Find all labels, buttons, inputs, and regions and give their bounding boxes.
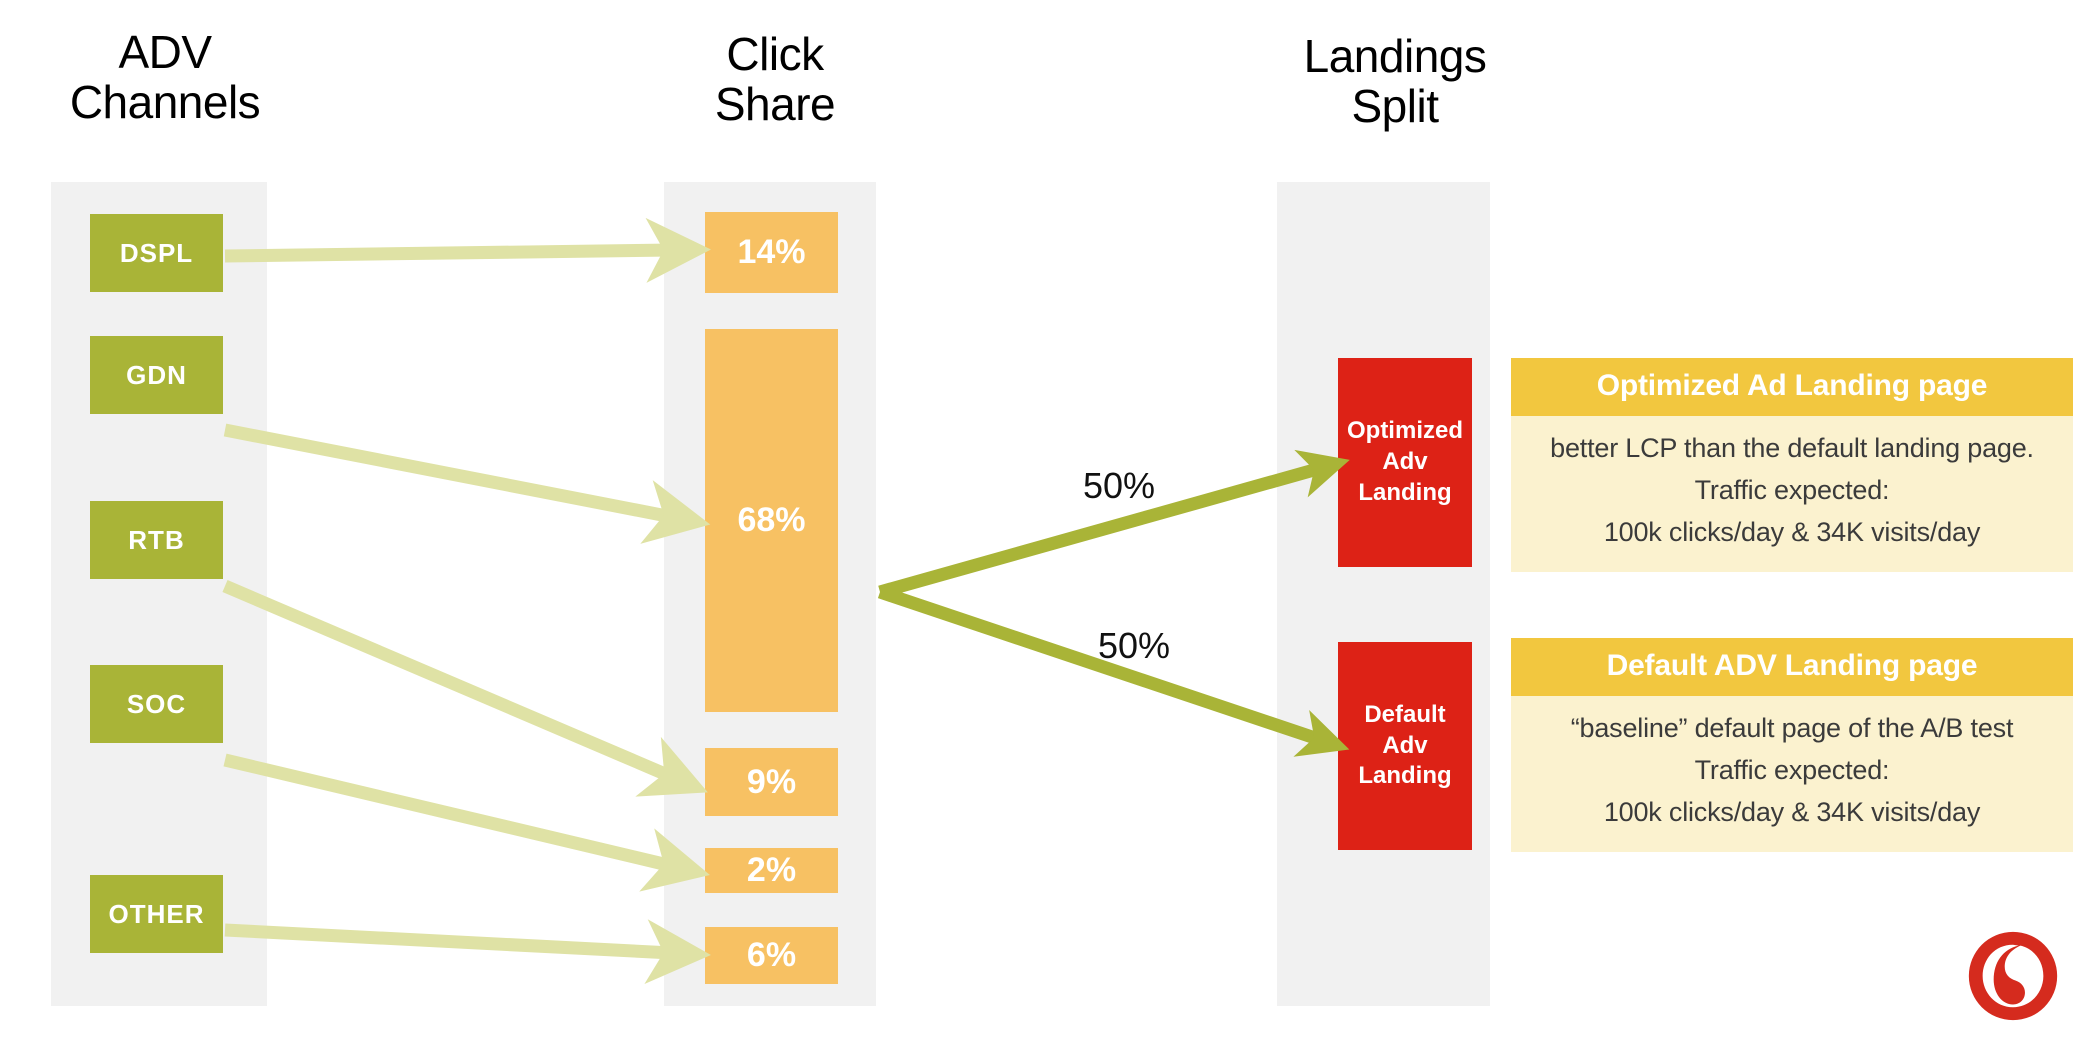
adv-channel-box-dspl[interactable]: DSPL	[90, 214, 223, 292]
arrow-gdn-to-68	[223, 423, 711, 544]
arrow-rtb-to-9	[222, 580, 708, 797]
info-card-default-body: “baseline” default page of the A/B test …	[1511, 696, 2073, 852]
click-share-bar-9[interactable]: 9%	[705, 748, 838, 816]
arrow-other-to-6	[224, 919, 711, 985]
vodafone-logo	[1968, 931, 2058, 1021]
landing-box-default[interactable]: Default Adv Landing	[1338, 642, 1472, 850]
split-label-default: 50%	[1098, 625, 1171, 666]
click-share-bar-6[interactable]: 6%	[705, 927, 838, 984]
adv-channel-box-gdn[interactable]: GDN	[90, 336, 223, 414]
split-label-optimized: 50%	[1083, 465, 1156, 506]
column-title-adv-channels: ADV Channels	[69, 26, 261, 128]
info-card-optimized-title: Optimized Ad Landing page	[1511, 358, 2073, 416]
adv-channel-box-rtb[interactable]: RTB	[90, 501, 223, 579]
arrow-dspl-to-14	[224, 217, 711, 283]
column-title-landings-split: Landings Split	[1303, 30, 1487, 132]
info-card-default: Default ADV Landing page “baseline” defa…	[1511, 638, 2073, 852]
panel-landings-split	[1277, 182, 1490, 1006]
adv-channel-box-other[interactable]: OTHER	[90, 875, 223, 953]
adv-channel-box-soc[interactable]: SOC	[90, 665, 223, 743]
click-share-bar-2[interactable]: 2%	[705, 848, 838, 893]
click-share-bar-68[interactable]: 68%	[705, 329, 838, 712]
landing-box-optimized[interactable]: Optimized Adv Landing	[1338, 358, 1472, 567]
info-card-optimized-body: better LCP than the default landing page…	[1511, 416, 2073, 572]
arrow-soc-to-2	[223, 753, 710, 892]
click-share-bar-14[interactable]: 14%	[705, 212, 838, 293]
info-card-default-title: Default ADV Landing page	[1511, 638, 2073, 696]
column-title-click-share: Click Share	[714, 28, 836, 130]
info-card-optimized: Optimized Ad Landing page better LCP tha…	[1511, 358, 2073, 572]
